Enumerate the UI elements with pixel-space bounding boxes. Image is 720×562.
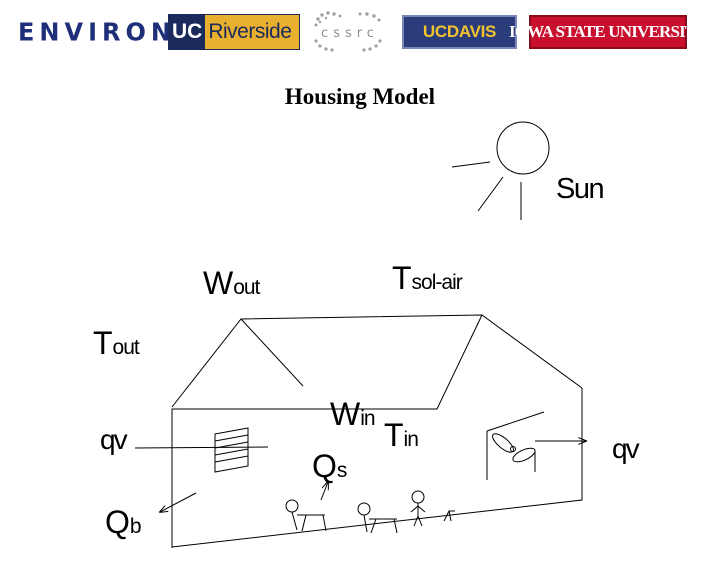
t-in-label-sub: in xyxy=(404,428,419,451)
qs-label-base: Q xyxy=(312,448,337,484)
t-in-label-base: T xyxy=(384,417,404,453)
qv-right-label: qv xyxy=(612,433,640,464)
fan-icon xyxy=(486,411,545,480)
sun-label: Sun xyxy=(556,173,603,205)
sun-icon xyxy=(451,121,550,220)
qb-label: Qb xyxy=(105,504,142,540)
uc-davis-logo-davis: DAVIS xyxy=(446,22,497,41)
iowa-state-logo: IOWA STATE UNIVERSITY xyxy=(509,15,708,49)
t-in-label: Tin xyxy=(384,417,418,453)
w-in-label: Win xyxy=(330,396,375,432)
iowa-state-logo-text: IOWA STATE UNIVERSITY xyxy=(509,22,708,41)
pet-icon xyxy=(443,510,455,522)
cssrc-logo: cssrc xyxy=(310,10,390,54)
uc-riverside-logo-uc: UC xyxy=(169,15,206,49)
environ-logo: ENVIRON xyxy=(18,9,171,55)
w-out-label: Wout xyxy=(203,265,261,301)
environ-logo-text: ENVIRON xyxy=(18,17,176,47)
t-out-label-sub: out xyxy=(113,336,140,359)
uc-davis-logo-uc: UC xyxy=(422,22,447,41)
qs-arrow xyxy=(320,482,328,501)
cssrc-logo-text: cssrc xyxy=(321,26,379,41)
house-icon xyxy=(171,314,583,548)
person-icon xyxy=(357,502,398,534)
qb-label-base: Q xyxy=(105,504,130,540)
t-sol-air-label: Tsol-air xyxy=(392,260,463,296)
cssrc-logo-graphic: cssrc xyxy=(314,11,382,52)
t-out-label-base: T xyxy=(93,325,113,361)
t-out-label: Tout xyxy=(93,325,140,361)
t-sol-air-label-sub: sol-air xyxy=(412,271,463,294)
qs-label: Qs xyxy=(312,448,347,484)
window-icon xyxy=(214,427,249,473)
qb-label-sub: b xyxy=(130,515,142,538)
inflow-line xyxy=(134,446,269,449)
person-icon xyxy=(285,499,327,532)
uc-riverside-logo: UC Riverside xyxy=(168,14,300,50)
t-sol-air-label-base: T xyxy=(392,260,412,296)
person-icon xyxy=(410,490,426,527)
uc-riverside-logo-riverside: Riverside xyxy=(208,20,292,43)
w-out-label-base: W xyxy=(203,265,234,301)
qb-arrow xyxy=(160,492,197,512)
diagram-title: Housing Model xyxy=(284,84,436,109)
qv-left-label: qv xyxy=(100,424,128,455)
w-out-label-sub: out xyxy=(233,276,260,299)
qs-label-sub: s xyxy=(337,459,348,482)
w-in-label-sub: in xyxy=(360,407,375,430)
w-in-label-base: W xyxy=(330,396,361,432)
